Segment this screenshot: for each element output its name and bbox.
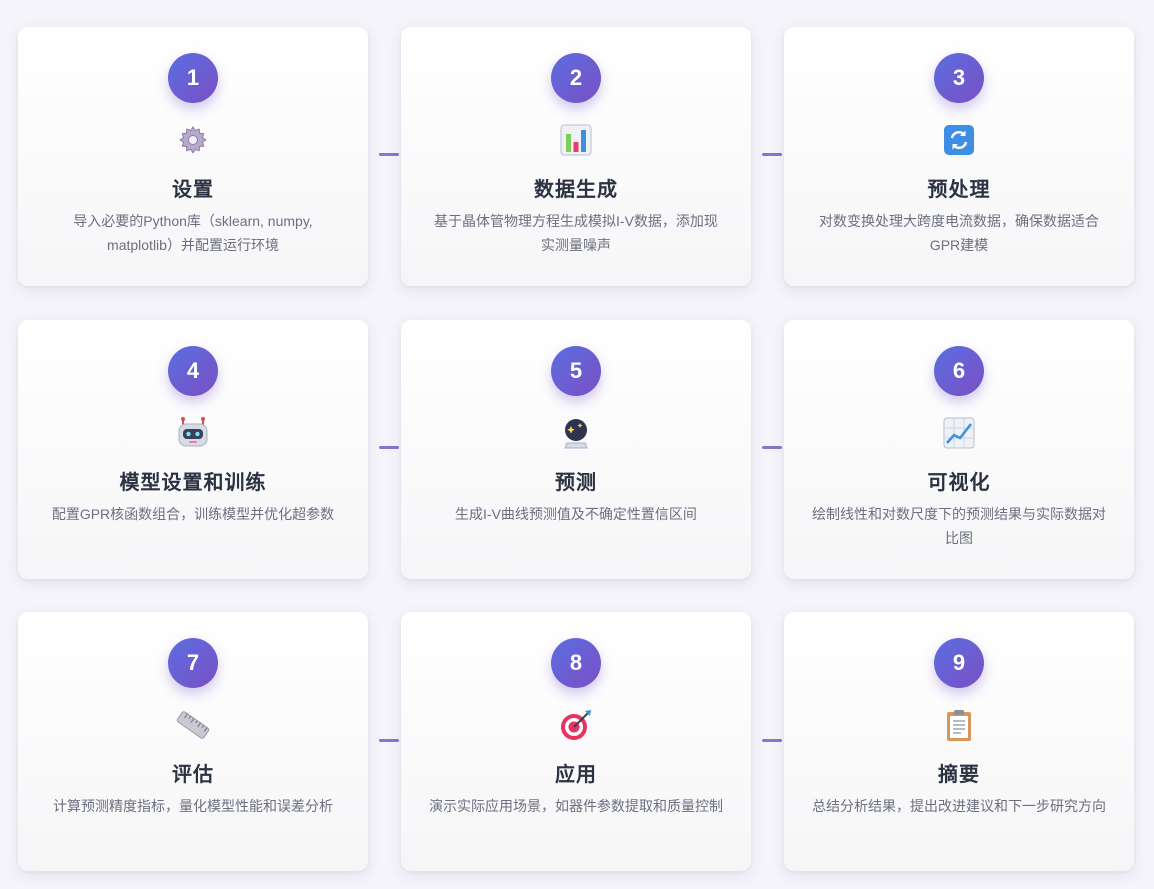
step-number-badge: 5 (551, 346, 601, 396)
step-title: 预处理 (927, 179, 991, 201)
step-card-3: 3 预处理 对数变换处理大跨度电流数据，确保数据适合GPR建模 (784, 27, 1134, 286)
step-title: 可视化 (927, 472, 991, 494)
step-description: 配置GPR核函数组合，训练模型并优化超参数 (51, 506, 335, 522)
crystal-ball-icon (559, 416, 593, 450)
step-number-badge: 9 (934, 638, 984, 688)
connector-line (762, 739, 782, 742)
step-card-2: 2 数据生成 基于晶体管物理方程生成模拟I-V数据，添加现实测量噪声 (401, 27, 751, 286)
step-card-4: 4 模型设置和训练 配置GPR核函数组合，训练模型并优化超参数 (18, 320, 368, 579)
step-number-badge: 8 (551, 638, 601, 688)
step-title: 设置 (172, 179, 214, 201)
connector-line (762, 446, 782, 449)
connector-line (379, 446, 399, 449)
step-title: 应用 (555, 764, 597, 786)
line-chart-icon (942, 416, 976, 450)
step-title: 数据生成 (534, 179, 618, 201)
step-description: 计算预测精度指标，量化模型性能和误差分析 (53, 798, 333, 814)
step-description: 演示实际应用场景，如器件参数提取和质量控制 (429, 798, 723, 814)
clipboard-icon (942, 708, 976, 742)
step-card-9: 9 摘要 总结分析结果，提出改进建议和下一步研究方向 (784, 612, 1134, 871)
step-title: 评估 (172, 764, 214, 786)
step-description: 基于晶体管物理方程生成模拟I-V数据，添加现实测量噪声 (434, 213, 718, 253)
step-card-8: 8 应用 演示实际应用场景，如器件参数提取和质量控制 (401, 612, 751, 871)
step-title: 摘要 (938, 764, 980, 786)
step-description: 绘制线性和对数尺度下的预测结果与实际数据对比图 (812, 506, 1106, 546)
bar-chart-icon (559, 123, 593, 157)
connector-line (379, 739, 399, 742)
step-number-badge: 4 (168, 346, 218, 396)
connector-line (762, 153, 782, 156)
step-description: 对数变换处理大跨度电流数据，确保数据适合GPR建模 (819, 213, 1099, 253)
step-number-badge: 1 (168, 53, 218, 103)
step-number-badge: 7 (168, 638, 218, 688)
robot-icon (176, 416, 210, 450)
target-icon (559, 708, 593, 742)
step-number-badge: 2 (551, 53, 601, 103)
step-card-7: 7 评估 计算预测精度指标，量化模型性能和误差分析 (18, 612, 368, 871)
refresh-icon (942, 123, 976, 157)
gear-icon (176, 123, 210, 157)
connector-line (379, 153, 399, 156)
step-card-5: 5 预测 生成I-V曲线预测值及不确定性置信区间 (401, 320, 751, 579)
step-description: 生成I-V曲线预测值及不确定性置信区间 (455, 506, 697, 522)
ruler-icon (176, 708, 210, 742)
step-description: 总结分析结果，提出改进建议和下一步研究方向 (812, 798, 1106, 814)
step-description: 导入必要的Python库（sklearn, numpy, matplotlib）… (73, 213, 313, 253)
step-card-6: 6 可视化 绘制线性和对数尺度下的预测结果与实际数据对比图 (784, 320, 1134, 579)
step-title: 模型设置和训练 (119, 472, 267, 494)
step-number-badge: 6 (934, 346, 984, 396)
step-title: 预测 (555, 472, 597, 494)
step-card-1: 1 设置 导入必要的Python库（sklearn, numpy, matplo… (18, 27, 368, 286)
step-number-badge: 3 (934, 53, 984, 103)
